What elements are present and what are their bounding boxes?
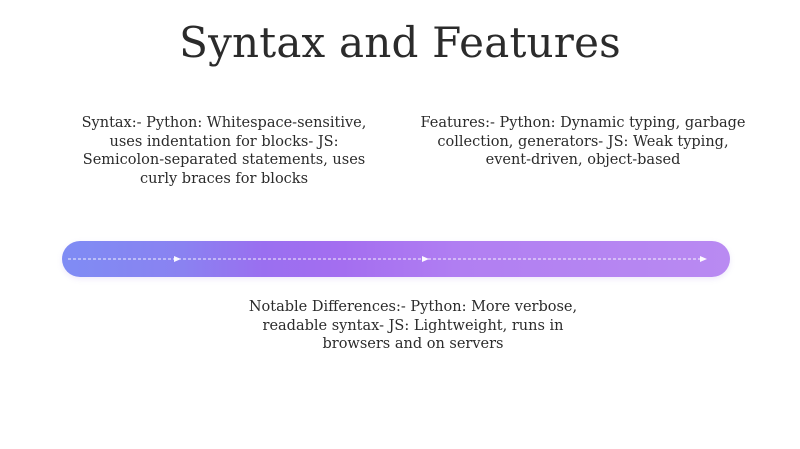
arrow-head-icon bbox=[174, 256, 181, 262]
timeline-bar bbox=[62, 241, 730, 277]
features-text-block: Features:- Python: Dynamic typing, garba… bbox=[420, 115, 746, 168]
arrow-head-icon bbox=[700, 256, 707, 262]
syntax-text-block: Syntax:- Python: Whitespace-sensitive, u… bbox=[81, 115, 367, 187]
differences-text-block: Notable Differences:- Python: More verbo… bbox=[248, 299, 578, 352]
arrow-head-icon bbox=[422, 256, 429, 262]
slide-title: Syntax and Features bbox=[179, 18, 621, 67]
timeline-arrow-line bbox=[68, 256, 707, 262]
